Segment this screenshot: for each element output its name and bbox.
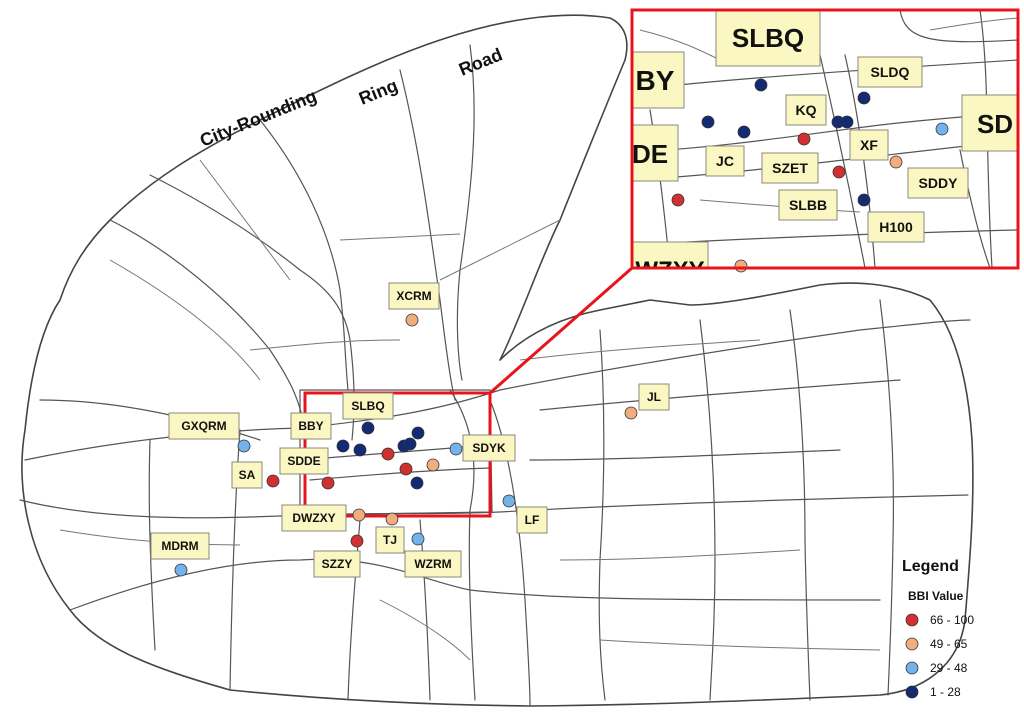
legend-range-mid-low: 29 - 48	[930, 661, 968, 675]
marker-jl	[624, 406, 638, 420]
svg-text:SLBQ: SLBQ	[732, 23, 804, 53]
inset-label-h100: H100	[867, 211, 925, 243]
label-wzrm: WZRM	[404, 550, 462, 578]
svg-text:MDRM: MDRM	[161, 539, 198, 553]
marker-mdrm	[174, 563, 188, 577]
legend-subtitle: BBI Value	[908, 589, 964, 603]
marker-gxqrm	[237, 439, 251, 453]
label-lf: LF	[516, 506, 548, 534]
svg-text:H100: H100	[879, 219, 913, 235]
svg-text:TJ: TJ	[383, 533, 397, 547]
legend-range-low: 1 - 28	[930, 685, 961, 699]
legend: Legend BBI Value 66 - 100 49 - 65 29 - 4…	[902, 558, 974, 699]
marker-lf	[502, 494, 516, 508]
label-slbq: SLBQ	[342, 392, 394, 420]
inset-label-de: DE	[632, 124, 679, 182]
ring-road-word-1: City-Rounding	[197, 86, 319, 151]
svg-text:BBY: BBY	[298, 419, 323, 433]
legend-swatch-mid-high	[905, 637, 919, 651]
inset-label-sd: SD	[961, 94, 1018, 152]
inset-label-szet: SZET	[761, 152, 819, 184]
svg-text:LF: LF	[525, 513, 540, 527]
inset-label-sldq: SLDQ	[857, 56, 923, 88]
svg-text:JC: JC	[716, 153, 734, 169]
marker-dwzxy	[352, 508, 366, 522]
svg-text:SDDE: SDDE	[287, 454, 320, 468]
marker-sa	[266, 474, 280, 488]
svg-text:KQ: KQ	[796, 102, 817, 118]
label-xcrm: XCRM	[388, 282, 440, 310]
svg-text:WZXY: WZXY	[635, 257, 704, 284]
svg-text:JL: JL	[647, 390, 661, 404]
legend-range-high: 66 - 100	[930, 613, 974, 627]
svg-text:SDDY: SDDY	[919, 175, 959, 191]
label-mdrm: MDRM	[150, 532, 210, 560]
inset-label-slbb: SLBB	[778, 189, 838, 221]
svg-text:SLDQ: SLDQ	[871, 64, 910, 80]
marker-sdyk	[449, 442, 463, 456]
svg-text:SZZY: SZZY	[322, 557, 353, 571]
legend-range-mid-high: 49 - 65	[930, 637, 968, 651]
ring-road-label: City-Rounding Ring Road	[197, 44, 505, 150]
legend-swatch-mid-low	[905, 661, 919, 675]
label-sdyk: SDYK	[462, 434, 516, 462]
svg-text:SA: SA	[239, 468, 256, 482]
zoom-connector	[489, 266, 633, 395]
svg-text:DWZXY: DWZXY	[292, 511, 335, 525]
marker-szzy	[350, 534, 364, 548]
label-tj: TJ	[375, 526, 405, 554]
marker-xcrm	[405, 313, 419, 327]
inset-label-jc: JC	[705, 145, 745, 177]
label-dwzxy: DWZXY	[281, 504, 347, 532]
ring-road-word-3: Road	[456, 44, 505, 79]
marker-sdde	[321, 476, 335, 490]
svg-text:WZRM: WZRM	[414, 557, 451, 571]
svg-text:XCRM: XCRM	[396, 289, 431, 303]
svg-text:GXQRM: GXQRM	[181, 419, 226, 433]
svg-text:SD: SD	[977, 109, 1013, 139]
marker-tj	[385, 512, 399, 526]
label-szzy: SZZY	[313, 550, 361, 578]
station-markers	[174, 313, 638, 577]
label-sa: SA	[231, 461, 263, 489]
inset-label-xf: XF	[849, 129, 889, 161]
svg-text:BY: BY	[636, 65, 675, 96]
inset-label-kq: KQ	[785, 94, 827, 126]
station-labels: XCRM JL GXQRM BBY SLBQ SDYK SA SDDE DWZX…	[150, 282, 670, 578]
svg-text:SLBQ: SLBQ	[351, 399, 384, 413]
label-gxqrm: GXQRM	[168, 412, 240, 440]
inset-label-sddy: SDDY	[907, 167, 969, 199]
svg-text:XF: XF	[860, 137, 878, 153]
svg-text:SZET: SZET	[772, 160, 808, 176]
svg-text:SLBB: SLBB	[789, 197, 827, 213]
inset-label-by: BY	[632, 51, 685, 109]
svg-text:SDYK: SDYK	[472, 441, 506, 455]
inset-label-slbq: SLBQ	[715, 10, 821, 67]
ring-road-word-2: Ring	[356, 75, 401, 109]
label-sdde: SDDE	[279, 447, 329, 475]
label-jl: JL	[638, 383, 670, 411]
inset-map: SLBQ BY SLDQ KQ SD DE JC SZET XF SDDY SL…	[630, 8, 1020, 284]
marker-wzrm	[411, 532, 425, 546]
inset-frame	[630, 8, 1020, 270]
legend-swatch-low	[905, 685, 919, 699]
label-bby: BBY	[290, 412, 332, 440]
inset-label-wzxy: WZXY	[632, 241, 709, 284]
legend-swatch-high	[905, 613, 919, 627]
legend-title: Legend	[902, 558, 959, 575]
svg-text:DE: DE	[632, 139, 668, 169]
